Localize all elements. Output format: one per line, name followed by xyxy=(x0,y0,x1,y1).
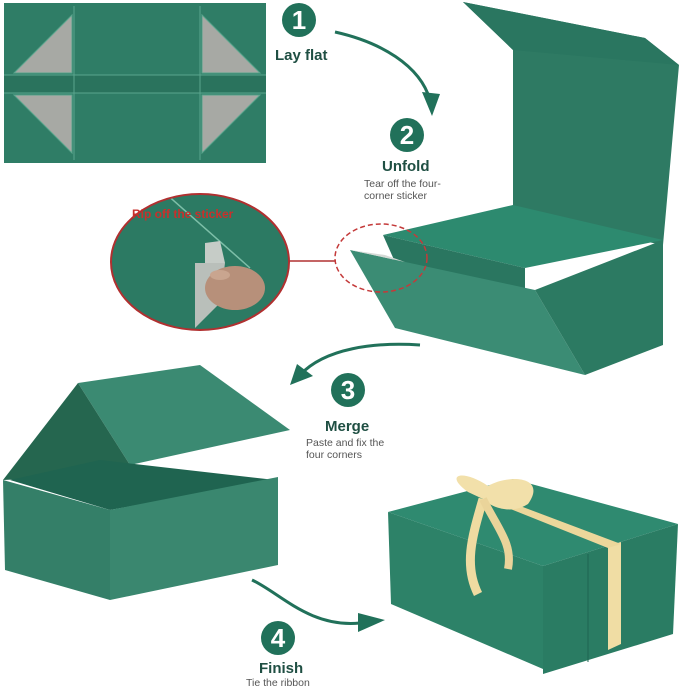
step-3-description: Paste and fix the four corners xyxy=(306,437,416,461)
step-1-badge: 1 xyxy=(282,3,316,37)
arrow-step2-to-step3-icon xyxy=(290,342,421,385)
sticker-closeup-image: Rip off the sticker xyxy=(110,193,290,331)
step-3-title: Merge xyxy=(325,418,370,435)
callout-dashed-circle xyxy=(334,223,428,293)
step-4-description: Tie the ribbon xyxy=(246,677,366,689)
flat-box-image xyxy=(4,3,266,163)
merged-box-image xyxy=(0,365,300,600)
arrow-step3-to-step4-icon xyxy=(251,578,385,632)
step-1-title: Lay flat xyxy=(275,47,328,64)
step-4-badge: 4 xyxy=(261,621,295,655)
step-2-desc-line1: Tear off the four- xyxy=(364,178,441,190)
gift-box-image xyxy=(383,474,679,690)
step-2-badge: 2 xyxy=(390,118,424,152)
sticker-callout-label: Rip off the sticker xyxy=(132,207,234,221)
step-4-title: Finish xyxy=(259,660,304,677)
step-2-description: Tear off the four- corner sticker xyxy=(364,178,474,202)
step-2-title: Unfold xyxy=(382,158,430,175)
open-box-image xyxy=(345,0,679,380)
step-3-desc-line2: four corners xyxy=(306,449,363,461)
step-2-desc-line2: corner sticker xyxy=(364,190,428,202)
arrow-step1-to-step2-icon xyxy=(334,30,440,116)
step-3-badge: 3 xyxy=(331,373,365,407)
step-3-desc-line1: Paste and fix the xyxy=(306,437,385,449)
step-4-desc-line1: Tie the ribbon xyxy=(246,677,310,689)
callout-connector-line xyxy=(288,260,336,262)
